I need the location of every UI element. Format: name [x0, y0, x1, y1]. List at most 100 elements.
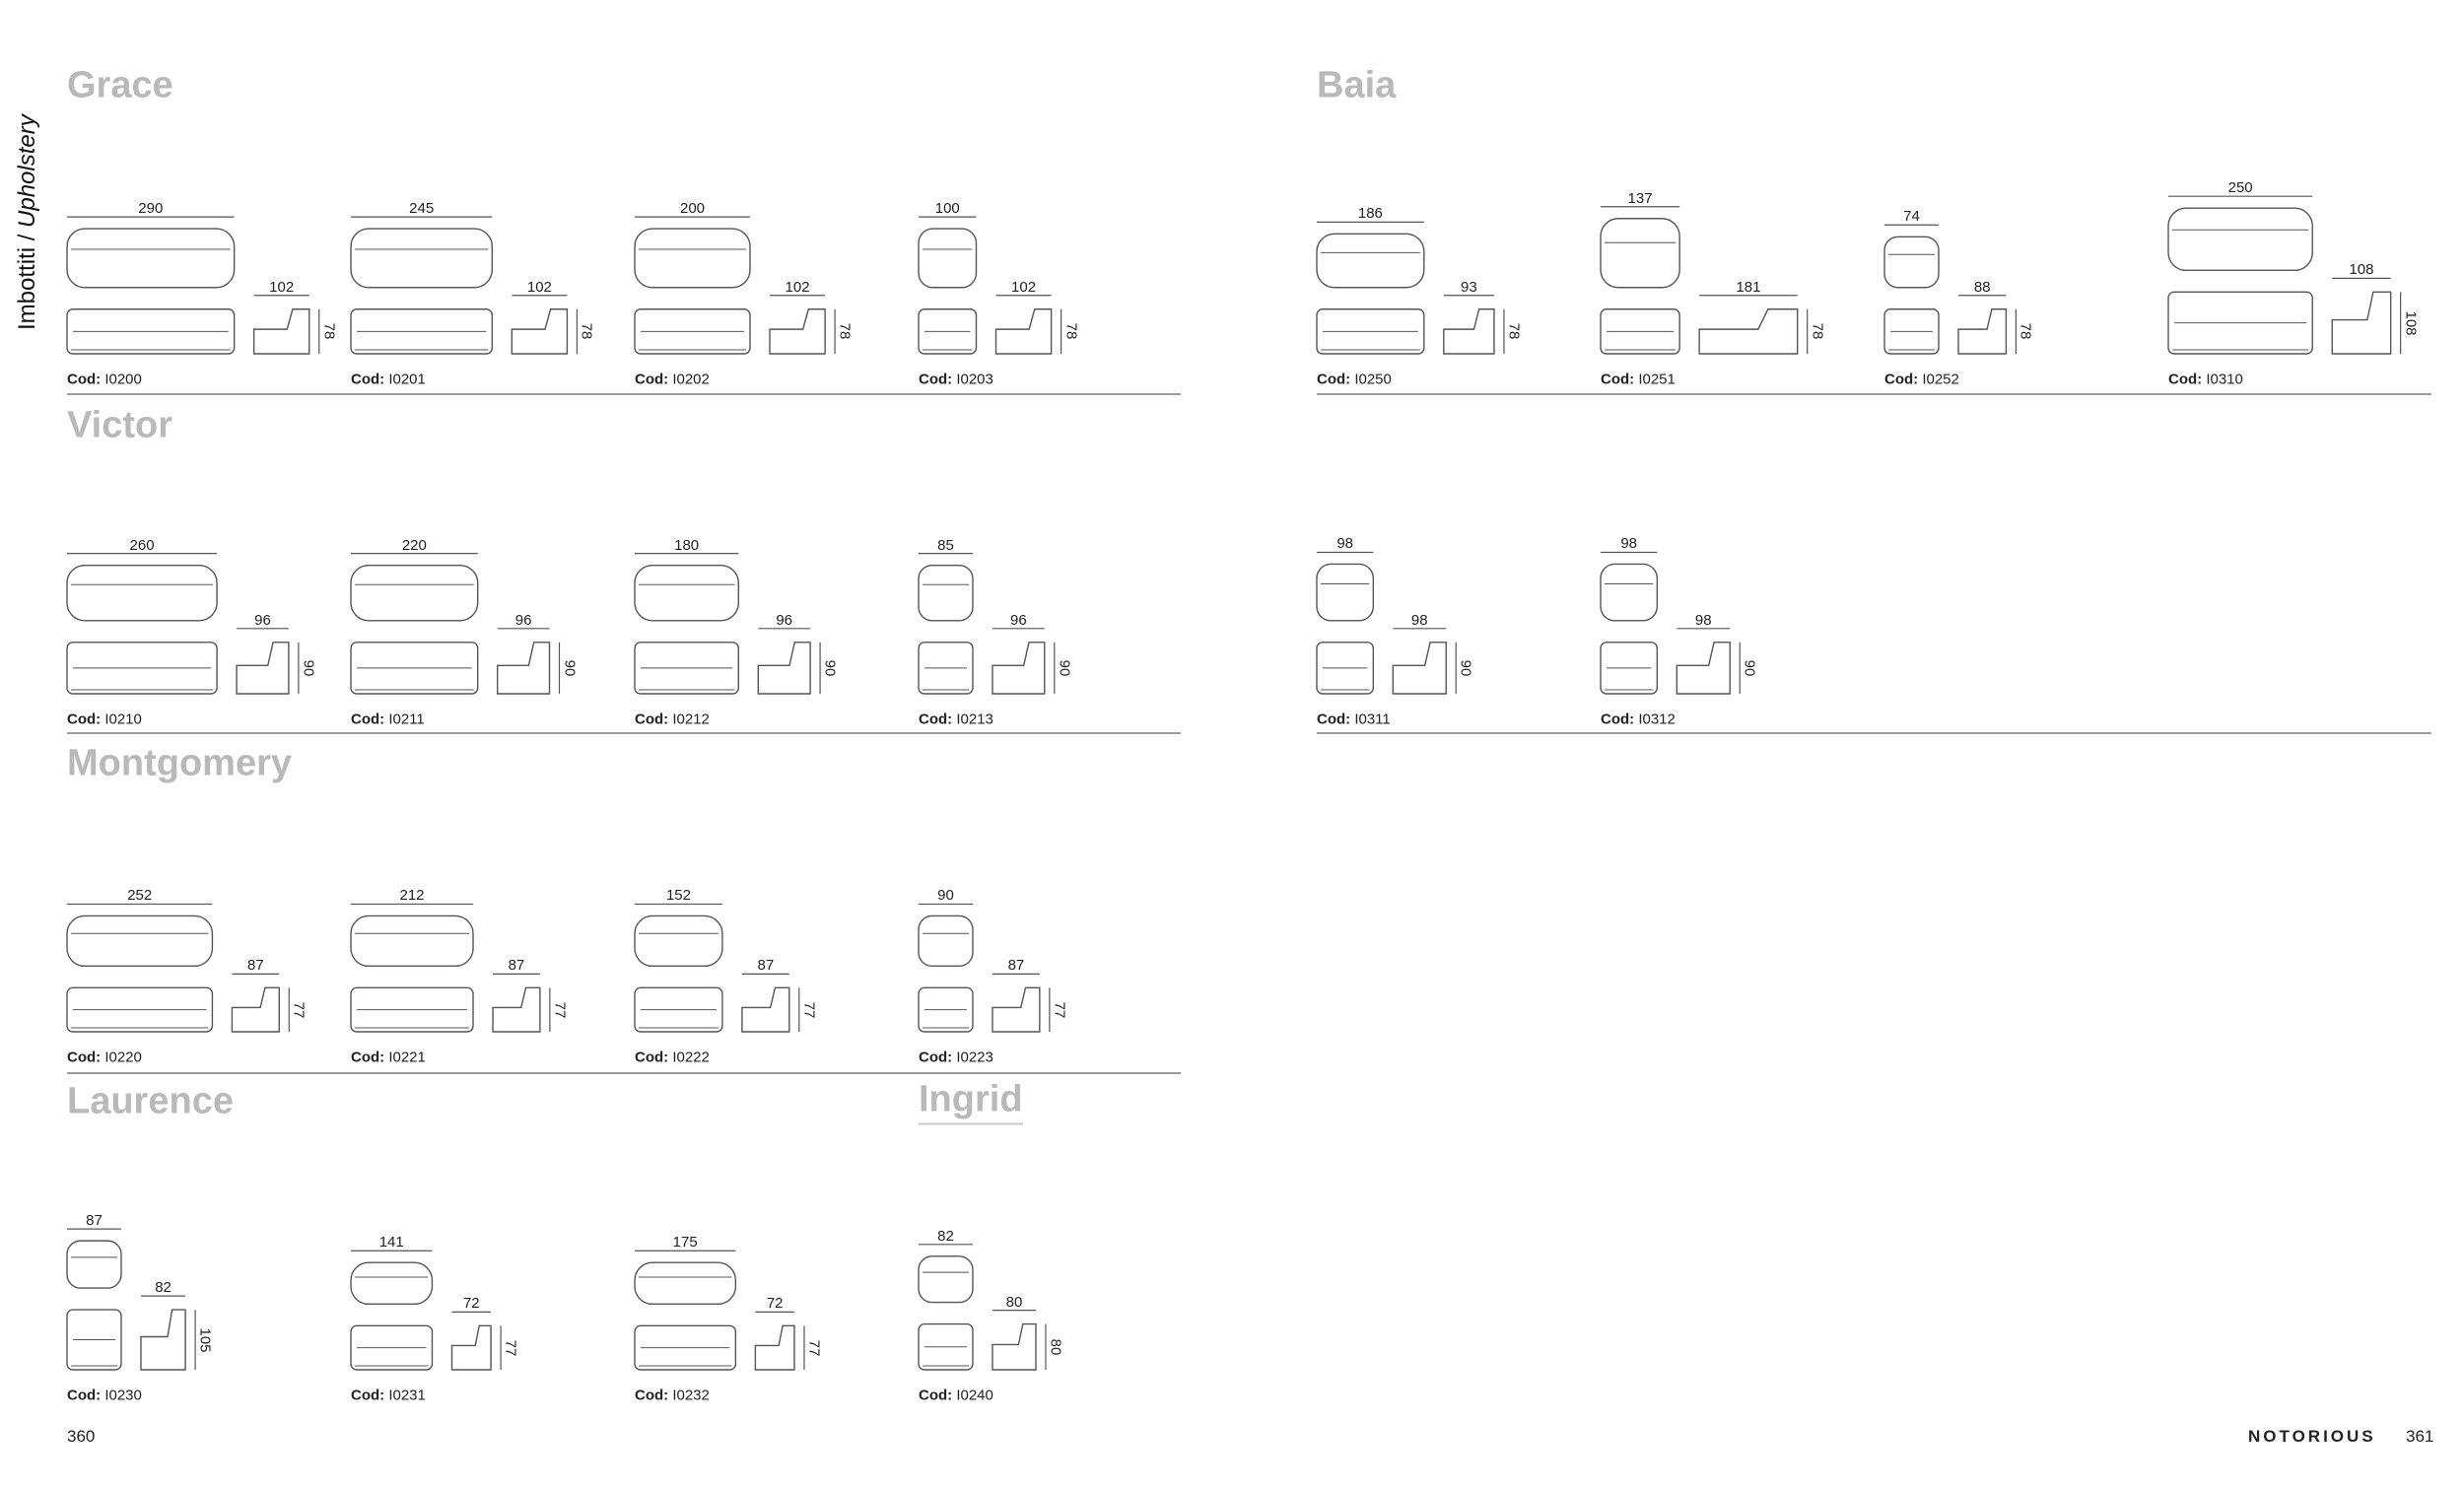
front-view: [1883, 308, 1940, 355]
front-view: [1316, 308, 1425, 355]
depth-dimension: 93: [1461, 278, 1477, 296]
cod-label: Cod:: [1601, 711, 1635, 728]
code-value: I0310: [2206, 371, 2243, 388]
cod-label: Cod:: [919, 1387, 953, 1404]
code-value: I0250: [1354, 371, 1392, 388]
product-code: Cod: I0222: [635, 1049, 710, 1066]
code-value: I0311: [1354, 711, 1391, 728]
front-view: [350, 986, 474, 1033]
brand-logo: NOTORIOUS: [2248, 1427, 2376, 1446]
cod-label: Cod:: [1317, 711, 1351, 728]
code-value: I0231: [388, 1387, 426, 1404]
section-title: Grace: [67, 64, 173, 106]
front-view: [634, 986, 723, 1033]
front-view: [634, 308, 751, 355]
side-view: [741, 986, 790, 1033]
product-code: Cod: I0212: [635, 711, 710, 728]
front-view: [66, 642, 218, 695]
product-code: Cod: I0311: [1317, 711, 1391, 728]
plan-view: [1883, 236, 1940, 289]
width-dimension: 212: [399, 887, 425, 905]
depth-dimension: 96: [254, 611, 271, 629]
depth-dimension: 87: [757, 957, 775, 975]
cod-label: Cod:: [1601, 371, 1635, 388]
side-view: [511, 308, 569, 355]
product-code: Cod: I0223: [919, 1049, 993, 1066]
width-dimension: 260: [129, 536, 155, 554]
depth-dimension: 96: [776, 611, 793, 629]
side-view: [252, 308, 310, 355]
width-dimension: 152: [665, 887, 691, 905]
height-dimension: 78: [320, 323, 338, 340]
plan-view: [634, 564, 740, 622]
cod-label: Cod:: [67, 371, 102, 388]
width-dimension: 90: [937, 887, 954, 905]
section-title: Laurence: [67, 1080, 234, 1122]
front-view: [634, 1324, 737, 1371]
page-number-right: 361: [2406, 1427, 2434, 1446]
depth-dimension: 181: [1736, 278, 1761, 296]
product-code: Cod: I0201: [351, 372, 426, 388]
width-dimension: 252: [127, 887, 153, 905]
height-dimension: 77: [805, 1339, 823, 1356]
product-code: Cod: I0200: [67, 372, 142, 388]
code-value: I0202: [672, 371, 710, 388]
side-view: [769, 308, 826, 355]
code-value: I0312: [1638, 711, 1676, 728]
plan-view: [1316, 563, 1375, 622]
product-code: Cod: I0211: [351, 711, 425, 728]
cod-label: Cod:: [919, 371, 953, 388]
product-code: Cod: I0312: [1601, 711, 1676, 728]
side-view: [1443, 308, 1495, 355]
cod-label: Cod:: [919, 1049, 953, 1066]
product-code: Cod: I0210: [67, 711, 142, 728]
plan-view: [918, 914, 974, 968]
code-value: I0221: [388, 1049, 426, 1066]
width-dimension: 87: [86, 1212, 103, 1230]
plan-view: [2167, 207, 2313, 272]
product-code: Cod: I0240: [919, 1387, 993, 1404]
width-dimension: 98: [1336, 535, 1353, 553]
width-dimension: 200: [679, 200, 706, 218]
product-code: Cod: I0251: [1601, 372, 1676, 388]
height-dimension: 78: [1505, 323, 1523, 340]
width-dimension: 82: [937, 1227, 954, 1245]
cod-label: Cod:: [635, 371, 669, 388]
depth-dimension: 88: [1973, 278, 1991, 296]
code-value: I0232: [672, 1387, 710, 1404]
front-view: [1316, 642, 1375, 695]
side-view: [757, 642, 811, 695]
cod-label: Cod:: [67, 1387, 102, 1404]
front-view: [918, 308, 978, 355]
section-title: Victor: [67, 404, 173, 446]
width-dimension: 245: [409, 200, 435, 218]
side-view: [1392, 642, 1447, 695]
code-value: I0211: [388, 711, 425, 728]
divider: [1317, 393, 2431, 395]
cod-label: Cod:: [635, 1049, 669, 1066]
height-dimension: 105: [196, 1327, 214, 1353]
cod-label: Cod:: [1884, 371, 1919, 388]
plan-view: [1600, 218, 1680, 289]
plan-view: [1600, 563, 1659, 622]
code-value: I0222: [672, 1049, 710, 1066]
plan-view: [634, 1261, 737, 1306]
depth-dimension: 87: [247, 957, 264, 975]
cod-label: Cod:: [351, 371, 385, 388]
product-code: Cod: I0221: [351, 1049, 426, 1066]
front-view: [66, 1309, 122, 1371]
side-view: [1698, 308, 1799, 355]
width-dimension: 290: [138, 200, 164, 218]
depth-dimension: 102: [269, 278, 295, 296]
height-dimension: 77: [1051, 1001, 1068, 1018]
cod-label: Cod:: [1317, 371, 1351, 388]
front-view: [350, 642, 479, 695]
width-dimension: 175: [672, 1234, 698, 1252]
plan-view: [66, 228, 236, 289]
product-code: Cod: I0203: [919, 372, 993, 388]
side-view: [497, 642, 551, 695]
height-dimension: 78: [1062, 323, 1080, 340]
side-view: [992, 1322, 1037, 1371]
width-dimension: 141: [378, 1234, 404, 1252]
